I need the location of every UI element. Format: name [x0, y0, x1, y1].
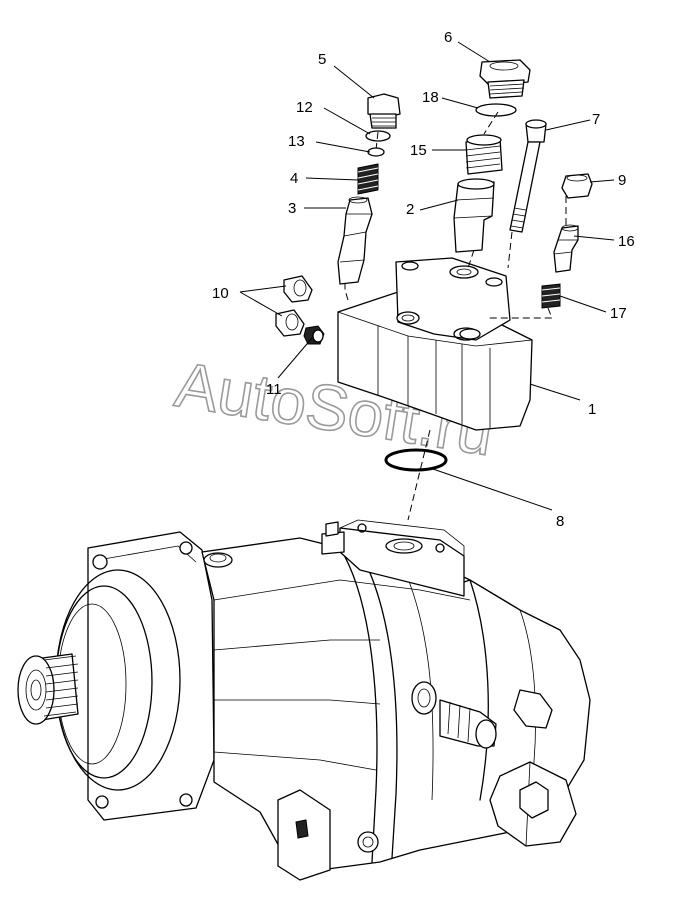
valve-housing	[337, 257, 533, 431]
callout-16: 16	[618, 233, 635, 250]
part-17-spring	[541, 283, 561, 309]
part-15-sleeve	[465, 134, 503, 175]
callout-9: 9	[618, 172, 626, 189]
callout-11: 11	[266, 381, 282, 398]
callout-4: 4	[290, 170, 298, 187]
callout-8: 8	[556, 513, 564, 530]
part-11-nut	[303, 325, 325, 345]
part-13-washer	[367, 147, 385, 157]
callout-3: 3	[288, 200, 296, 217]
part-8-o-ring	[384, 448, 448, 472]
part-6-plug	[479, 59, 531, 99]
part-10-plugs	[275, 275, 313, 337]
callout-5: 5	[318, 51, 326, 68]
callout-15: 15	[410, 142, 427, 159]
callout-6: 6	[444, 29, 452, 46]
callout-17: 17	[610, 305, 627, 322]
part-9-plug	[561, 173, 593, 199]
part-4-spring	[357, 163, 379, 195]
callout-18: 18	[422, 89, 439, 106]
callout-12: 12	[296, 99, 313, 116]
callout-2: 2	[406, 201, 414, 218]
part-3-valve-spool	[337, 196, 373, 285]
callout-numbers: 5 12 13 4 3 6 18 15 2 7 9 16 17 1 8 10 1…	[212, 29, 635, 530]
callout-10: 10	[212, 285, 229, 302]
part-18-o-ring	[475, 103, 517, 117]
part-2-spool	[453, 178, 495, 253]
part-16-valve	[553, 224, 579, 273]
part-7-bolt	[509, 119, 547, 233]
part-12-seal	[365, 130, 391, 142]
part-5-plug	[367, 93, 401, 129]
leader-lines	[239, 41, 615, 511]
callout-13: 13	[288, 133, 305, 150]
callout-1: 1	[588, 401, 596, 418]
callout-7: 7	[592, 111, 600, 128]
hydraulic-motor-body	[17, 519, 591, 881]
